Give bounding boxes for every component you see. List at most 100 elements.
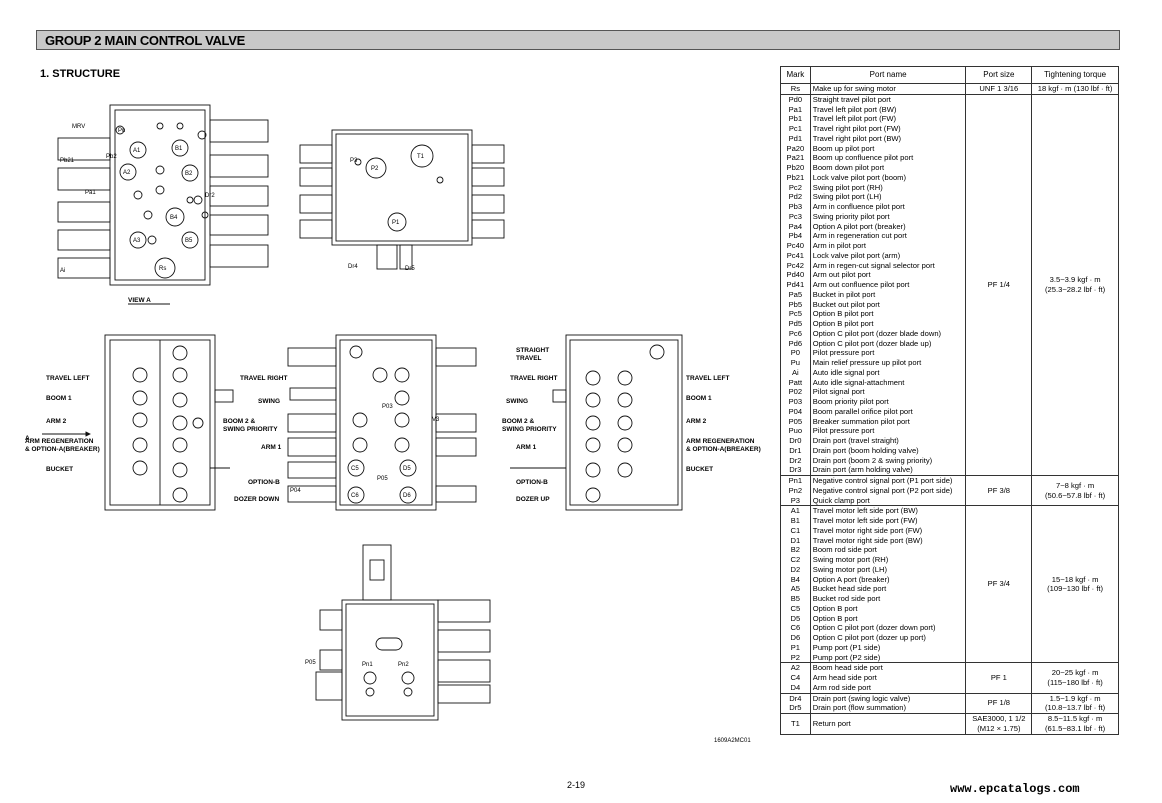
port-name-text: Arm in confluence pilot port: [812, 202, 905, 211]
port-mark-text: Pd5: [788, 319, 803, 328]
port-mark-text: Patt: [788, 377, 803, 387]
port-name-text: Drain port (swing logic valve): [812, 693, 911, 703]
port-name-text: Pump port (P1 side): [812, 642, 881, 652]
torque-text: 3.5~3.9 kgf · m: [1049, 275, 1101, 285]
svg-text:TRAVEL LEFT: TRAVEL LEFT: [46, 375, 89, 382]
svg-text:Pn1: Pn1: [362, 662, 373, 668]
svg-text:Pb21: Pb21: [60, 158, 75, 164]
port-name-cell: Drain port (swing logic valve)Drain port…: [809, 692, 967, 714]
port-name-text: Boom parallel orifice pilot port: [812, 406, 913, 416]
port-name-text: Auto idle signal-attachment: [812, 377, 905, 387]
svg-text:C6: C6: [351, 493, 359, 499]
port-name-text: Bucket in pilot port: [812, 289, 876, 299]
port-mark-text: A1: [790, 506, 801, 516]
port-name-text: Travel right pilot port (FW): [812, 124, 901, 133]
port-name-text: Option B port: [812, 613, 858, 623]
port-name-text: Travel motor left side port (FW): [812, 516, 918, 525]
torque-text: 20~25 kgf · m: [1051, 668, 1099, 678]
svg-text:Dr4: Dr4: [348, 264, 358, 270]
torque-text: (10.8~13.7 lbf · ft): [1045, 703, 1106, 713]
port-name-text: Swing pilot port (LH): [812, 192, 882, 202]
port-mark-text: Pa4: [788, 221, 803, 231]
torque-text: (115~180 lbf · ft): [1047, 677, 1103, 687]
port-mark-text: Pb1: [788, 114, 803, 124]
port-name-text: Arm in regeneration cut port: [812, 231, 907, 241]
svg-text:V3: V3: [432, 417, 440, 423]
view-a-drawing: [57, 104, 269, 286]
port-size-cell: PF 3/4: [965, 505, 1033, 664]
port-name-text: Arm out confluence pilot port: [812, 280, 910, 289]
svg-text:D5: D5: [403, 466, 411, 472]
svg-text:STRAIGHT: STRAIGHT: [516, 347, 549, 354]
port-mark-text: Pc2: [788, 182, 802, 192]
valve-drawing: Pu Pb2 A1 B1 A2 B2 B4 A3 B5 Rs Dr2 Pb21 …: [20, 90, 770, 760]
port-size-cell: PF 1: [965, 662, 1033, 694]
port-name-text: Quick clamp port: [812, 495, 870, 505]
svg-text:P2: P2: [371, 166, 379, 172]
svg-text:P04: P04: [290, 488, 301, 494]
svg-text:TRAVEL RIGHT: TRAVEL RIGHT: [510, 375, 557, 382]
table-header-row: Mark Port name Port size Tightening torq…: [780, 66, 1119, 84]
port-mark-text: Pb3: [788, 202, 803, 211]
svg-text:OPTION-B: OPTION-B: [516, 479, 548, 486]
svg-text:MRV: MRV: [72, 124, 85, 130]
port-mark-text: P0: [790, 348, 801, 358]
port-mark-text: Dr1: [789, 445, 802, 455]
port-mark-text: Dr2: [789, 455, 802, 465]
port-size-text: PF 3/4: [987, 579, 1011, 589]
svg-text:Pa1: Pa1: [85, 190, 96, 196]
port-name-text: Straight travel pilot port: [812, 94, 891, 104]
port-name-text: Breaker summation pilot port: [812, 416, 910, 426]
svg-text:& OPTION-A(BREAKER): & OPTION-A(BREAKER): [25, 446, 100, 453]
port-name-text: Pilot pressure port: [812, 426, 875, 436]
torque-cell: 18 kgf · m (130 lbf · ft): [1031, 83, 1119, 95]
port-mark-text: Pd2: [788, 192, 803, 202]
port-name-text: Option C pilot port (dozer blade down): [812, 328, 942, 338]
svg-text:SWING PRIORITY: SWING PRIORITY: [502, 426, 557, 433]
port-mark-text: Pc42: [786, 260, 805, 270]
port-name-text: Drain port (boom holding valve): [812, 445, 919, 455]
port-name-text: Negative control signal port (P1 port si…: [812, 476, 953, 485]
port-mark-text: Pb21: [786, 172, 805, 182]
port-mark-text: P3: [790, 495, 801, 505]
port-name-text: Swing priority pilot port: [812, 211, 890, 221]
svg-text:A3: A3: [133, 238, 141, 244]
svg-text:BOOM 2 &: BOOM 2 &: [223, 418, 255, 425]
port-mark-text: B1: [790, 516, 801, 525]
port-name-text: Lock valve pilot port (boom): [812, 172, 907, 182]
svg-text:Pb2: Pb2: [106, 154, 117, 160]
port-name-text: Travel left pilot port (BW): [812, 104, 897, 114]
svg-text:TRAVEL LEFT: TRAVEL LEFT: [686, 375, 729, 382]
port-name-text: Drain port (travel straight): [812, 436, 899, 445]
port-mark-text: P1: [790, 642, 801, 652]
port-size-text: PF 1: [990, 673, 1007, 682]
port-name-text: Boom priority pilot port: [812, 397, 889, 406]
port-name-text: Negative control signal port (P2 port si…: [812, 485, 953, 495]
port-mark-text: Dr4: [789, 693, 802, 703]
port-mark-text: Dr3: [789, 465, 802, 475]
port-name-text: Swing motor port (RH): [812, 555, 889, 564]
port-mark-text: Pd40: [786, 270, 805, 280]
port-name-text: Drain port (boom 2 & swing priority): [812, 455, 933, 465]
port-mark-text: D2: [790, 564, 801, 574]
port-name-text: Arm in regen-cut signal selector port: [812, 260, 935, 270]
watermark: www.epcatalogs.com: [950, 782, 1080, 796]
port-name-cell: Negative control signal port (P1 port si…: [809, 474, 967, 507]
port-mark-text: B5: [790, 594, 801, 603]
svg-text:ARM REGENERATION: ARM REGENERATION: [25, 438, 94, 445]
torque-text: 15~18 kgf · m: [1051, 574, 1099, 584]
port-name-text: Drain port (arm holding valve): [812, 465, 913, 475]
port-size-cell: SAE3000, 1 1/2(M12 × 1.75): [965, 713, 1033, 735]
svg-text:ARM 2: ARM 2: [686, 418, 707, 425]
svg-text:Pu: Pu: [118, 128, 125, 134]
port-name-text: Arm in pilot port: [812, 241, 866, 250]
port-mark-text: Pn2: [788, 485, 803, 495]
